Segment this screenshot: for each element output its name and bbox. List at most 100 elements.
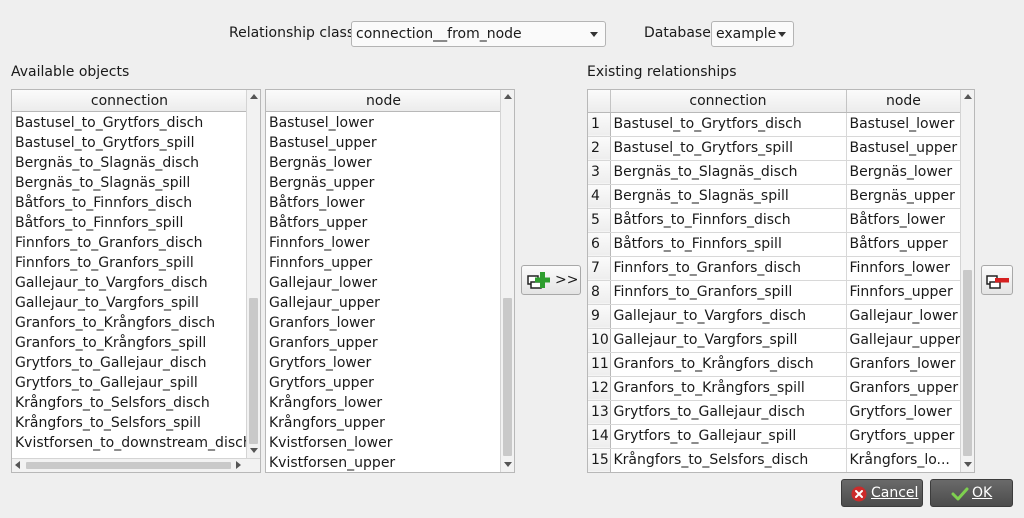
connection-cell[interactable]: Krångfors_to_Selsfors_disch	[610, 448, 847, 472]
node-cell[interactable]: Finnfors_lower	[846, 256, 962, 281]
node-cell[interactable]: Bergnäs_lower	[846, 160, 962, 185]
node-cell[interactable]: Bastusel_upper	[846, 136, 962, 161]
row-number[interactable]: 1	[588, 112, 611, 137]
connection-list-item[interactable]: Finnfors_to_Granfors_spill	[15, 255, 194, 271]
row-number[interactable]: 9	[588, 304, 611, 329]
connection-cell[interactable]: Bastusel_to_Grytfors_disch	[610, 112, 847, 137]
node-list-item[interactable]: Kvistforsen_upper	[269, 455, 396, 471]
node-cell[interactable]: Båtfors_lower	[846, 208, 962, 233]
connection-cell[interactable]: Granfors_to_Krångfors_disch	[610, 352, 847, 377]
connection-cell[interactable]: Båtfors_to_Finnfors_disch	[610, 208, 847, 233]
connection-list-item[interactable]: Bergnäs_to_Slagnäs_disch	[15, 155, 200, 171]
scroll-down-icon[interactable]	[504, 462, 512, 467]
connection-list-item[interactable]: Gallejaur_to_Vargfors_disch	[15, 275, 208, 291]
scroll-thumb[interactable]	[963, 270, 972, 456]
ok-button[interactable]: OK	[930, 479, 1013, 507]
scroll-right-icon[interactable]	[236, 461, 241, 469]
node-cell[interactable]: Finnfors_upper	[846, 280, 962, 305]
connection-cell[interactable]: Bergnäs_to_Slagnäs_spill	[610, 184, 847, 209]
connection-list-item[interactable]: Grytfors_to_Gallejaur_disch	[15, 355, 207, 371]
relationships-vertical-scrollbar[interactable]	[960, 90, 974, 472]
database-combo[interactable]: example	[711, 21, 794, 47]
scroll-up-icon[interactable]	[964, 94, 972, 99]
row-number[interactable]: 5	[588, 208, 611, 233]
row-number[interactable]: 3	[588, 160, 611, 185]
row-number[interactable]: 14	[588, 424, 611, 449]
node-cell[interactable]: Bergnäs_upper	[846, 184, 962, 209]
node-cell[interactable]: Gallejaur_lower	[846, 304, 962, 329]
node-cell[interactable]: Granfors_lower	[846, 352, 962, 377]
node-list-item[interactable]: Gallejaur_upper	[269, 295, 380, 311]
row-number[interactable]: 11	[588, 352, 611, 377]
row-number[interactable]: 2	[588, 136, 611, 161]
node-cell[interactable]: Båtfors_upper	[846, 232, 962, 257]
connection-cell[interactable]: Grytfors_to_Gallejaur_spill	[610, 424, 847, 449]
node-list-item[interactable]: Granfors_lower	[269, 315, 375, 331]
connection-cell[interactable]: Granfors_to_Krångfors_spill	[610, 376, 847, 401]
node-list-item[interactable]: Finnfors_lower	[269, 235, 370, 251]
connection-cell[interactable]: Bastusel_to_Grytfors_spill	[610, 136, 847, 161]
node-list-item[interactable]: Grytfors_upper	[269, 375, 374, 391]
connection-column-header[interactable]: connection	[610, 90, 847, 113]
row-number[interactable]: 15	[588, 448, 611, 472]
row-number[interactable]: 8	[588, 280, 611, 305]
node-column-header[interactable]: node	[266, 90, 501, 112]
node-list-item[interactable]: Kvistforsen_lower	[269, 435, 393, 451]
node-cell[interactable]: Grytfors_lower	[846, 400, 962, 425]
cancel-button[interactable]: Cancel	[841, 479, 923, 507]
connection-vertical-scrollbar[interactable]	[246, 90, 260, 458]
node-list-item[interactable]: Krångfors_lower	[269, 395, 383, 411]
row-number[interactable]: 7	[588, 256, 611, 281]
connection-list-item[interactable]: Krångfors_to_Selsfors_disch	[15, 395, 210, 411]
connection-cell[interactable]: Finnfors_to_Granfors_spill	[610, 280, 847, 305]
node-list-item[interactable]: Båtfors_lower	[269, 195, 365, 211]
row-number[interactable]: 12	[588, 376, 611, 401]
node-column-header[interactable]: node	[846, 90, 962, 113]
scroll-thumb[interactable]	[26, 462, 231, 469]
row-number[interactable]: 10	[588, 328, 611, 353]
connection-list-item[interactable]: Finnfors_to_Granfors_disch	[15, 235, 203, 251]
node-cell[interactable]: Krångfors_lo...	[846, 448, 962, 472]
connection-cell[interactable]: Båtfors_to_Finnfors_spill	[610, 232, 847, 257]
connection-cell[interactable]: Bergnäs_to_Slagnäs_disch	[610, 160, 847, 185]
node-list-item[interactable]: Bergnäs_lower	[269, 155, 372, 171]
node-cell[interactable]: Bastusel_lower	[846, 112, 962, 137]
connection-list-item[interactable]: Granfors_to_Krångfors_spill	[15, 335, 207, 351]
scroll-thumb[interactable]	[503, 298, 512, 456]
scroll-down-icon[interactable]	[250, 448, 258, 453]
node-list-item[interactable]: Gallejaur_lower	[269, 275, 378, 291]
node-cell[interactable]: Grytfors_upper	[846, 424, 962, 449]
connection-list-item[interactable]: Båtfors_to_Finnfors_disch	[15, 195, 193, 211]
row-number[interactable]: 4	[588, 184, 611, 209]
connection-horizontal-scrollbar[interactable]	[12, 458, 260, 472]
node-list-item[interactable]: Bastusel_lower	[269, 115, 374, 131]
connection-cell[interactable]: Grytfors_to_Gallejaur_disch	[610, 400, 847, 425]
add-relationships-button[interactable]: >>	[521, 265, 581, 295]
scroll-down-icon[interactable]	[964, 462, 972, 467]
row-number[interactable]: 6	[588, 232, 611, 257]
connection-cell[interactable]: Finnfors_to_Granfors_disch	[610, 256, 847, 281]
connection-list-item[interactable]: Bastusel_to_Grytfors_spill	[15, 135, 195, 151]
connection-list-item[interactable]: Krångfors_to_Selsfors_spill	[15, 415, 201, 431]
node-vertical-scrollbar[interactable]	[500, 90, 514, 472]
scroll-up-icon[interactable]	[504, 94, 512, 99]
row-number-header[interactable]	[588, 90, 611, 113]
node-list-item[interactable]: Bastusel_upper	[269, 135, 377, 151]
